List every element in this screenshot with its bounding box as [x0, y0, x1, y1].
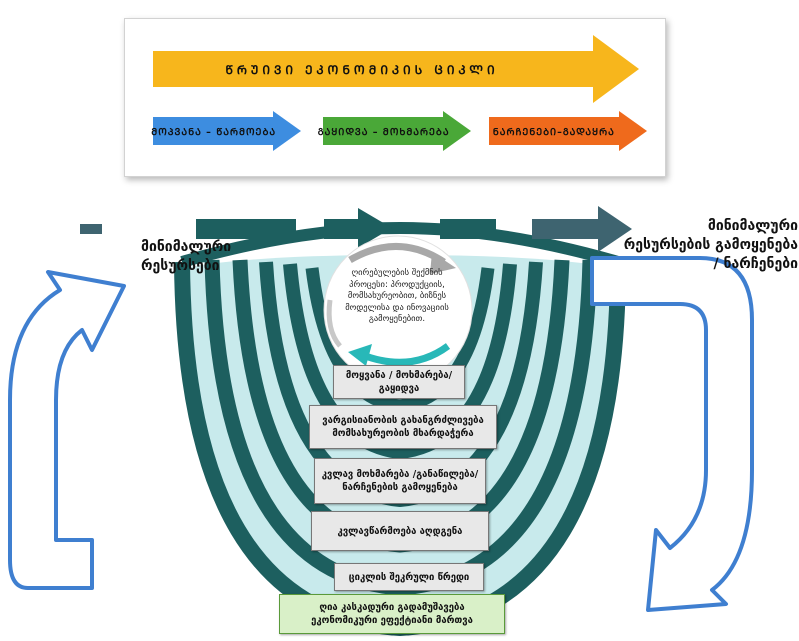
linear-economy-arrow: ᲬᲠᲣᲘᲕᲘ ᲔᲙᲝᲜᲝᲛᲘᲙᲘᲡ ᲪᲘᲙᲚᲘ [153, 35, 639, 103]
minimal-resources-label: მინიმალური რესურსები [141, 239, 232, 274]
orange-arrow-shape [489, 111, 647, 151]
step-arrow-production: ᲛᲝᲞᲕᲐᲜᲐ – ᲬᲐᲠᲛᲝᲔᲑᲐ [151, 111, 301, 151]
resource-flow-arrows [80, 206, 632, 252]
left-return-arrow-icon [8, 270, 126, 590]
right-return-arrow-icon [590, 256, 754, 612]
linear-economy-label: ᲬᲠᲣᲘᲕᲘ ᲔᲙᲝᲜᲝᲛᲘᲙᲘᲡ ᲪᲘᲙᲚᲘ [225, 62, 499, 77]
level-box-lifetime-extension: ვარგისიანობის გახანგრძლივება მომსახურეობ… [309, 405, 497, 449]
level-box-cascade-recycling: ღია კასკადური გადამუშავება ეკონომიკური ე… [279, 594, 505, 634]
step-arrow-waste: ᲜᲐᲠᲩᲔᲜᲔᲑᲘ–ᲒᲐᲓᲐᲧᲠᲐ [489, 111, 647, 151]
step-label-waste: ᲜᲐᲠᲩᲔᲜᲔᲑᲘ–ᲒᲐᲓᲐᲧᲠᲐ [492, 126, 615, 138]
green-arrow-shape [323, 111, 471, 151]
level-box-closed-loop: ციკლის შეკრული წრედი [334, 563, 484, 591]
yellow-arrow-shape [153, 35, 639, 103]
level-box-reuse: კვლავ მოხმარება /განაწილება/ ნარჩენების … [314, 458, 486, 504]
value-creation-text: ღირებულების შექმნის პროცესი: პროდუქციის,… [345, 268, 449, 324]
level-box-remanufacturing: კვლავწარმოება აღდგენა [311, 511, 489, 551]
value-creation-circle [323, 235, 473, 385]
economy-cycle-banner: ᲬᲠᲣᲘᲕᲘ ᲔᲙᲝᲜᲝᲛᲘᲙᲘᲡ ᲪᲘᲙᲚᲘ ᲛᲝᲞᲕᲐᲜᲐ – ᲬᲐᲠᲛᲝᲔ… [124, 18, 666, 177]
step-label-consumption: ᲒᲐᲧᲘᲓᲕᲐ – ᲛᲝᲮᲛᲐᲠᲔᲑᲐ [317, 126, 450, 138]
step-arrow-consumption: ᲒᲐᲧᲘᲓᲕᲐ – ᲛᲝᲮᲛᲐᲠᲔᲑᲐ [317, 111, 471, 151]
waste-resources-label: მინიმალური რესურსების გამოყენება / ნარჩე… [623, 218, 798, 272]
step-label-production: ᲛᲝᲞᲕᲐᲜᲐ – ᲬᲐᲠᲛᲝᲔᲑᲐ [151, 126, 277, 138]
level-box-consumption: მოყვანა / მოხმარება/ გაყიდვა [333, 365, 465, 399]
blue-arrow-shape [153, 111, 301, 151]
